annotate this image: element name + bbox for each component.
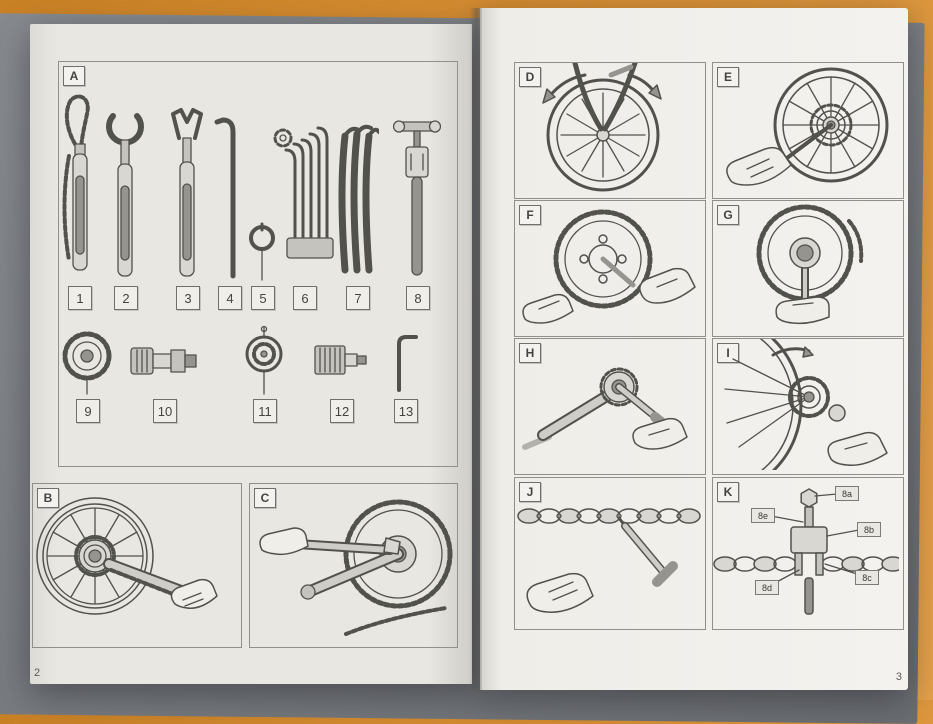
panel-a-badge: A [63, 66, 85, 86]
tool-number-box: 1 [68, 286, 92, 310]
cone-wrench-illustration [106, 113, 144, 277]
tool-number: 7 [354, 290, 362, 306]
tool-number: 11 [258, 403, 272, 419]
open-instruction-manual: A [30, 8, 908, 690]
page-number-left: 2 [34, 667, 41, 679]
panel-e: E [712, 62, 904, 199]
panel-f-label: F [526, 208, 534, 222]
tool-number-box: 5 [251, 286, 275, 310]
cassette-hand-illustration [726, 67, 889, 186]
panel-g-badge: G [717, 205, 739, 225]
hub-lockring-hand-illustration [724, 339, 888, 470]
panel-f-badge: F [519, 205, 541, 225]
manual-page-left: A [30, 24, 472, 684]
part-label-text: 8e [757, 510, 768, 521]
tool-number-box: 13 [394, 399, 418, 423]
crank-tool-use-illustration [522, 367, 688, 450]
hex-key-set-illustration [273, 126, 334, 259]
tool-number-box: 8 [406, 286, 430, 310]
part-label: 8d [755, 580, 779, 595]
tool-number: 13 [398, 403, 414, 419]
wheel-freewheel-removal-illustration [36, 497, 218, 615]
panel-k: K [712, 477, 904, 630]
part-label-text: 8d [761, 582, 772, 593]
part-label-text: 8c [862, 572, 872, 583]
panel-d-badge: D [519, 67, 541, 87]
panel-k-label: K [723, 485, 733, 499]
crank-puller-illustration [130, 347, 197, 375]
tool-number: 9 [84, 403, 92, 419]
panel-f: F [514, 200, 706, 337]
tool-number-box: 4 [218, 286, 242, 310]
panel-h: H [514, 338, 706, 475]
panel-a-label: A [69, 69, 79, 83]
panel-g-label: G [723, 208, 733, 222]
tool-number-box: 11 [253, 399, 277, 423]
tool-number: 3 [184, 290, 192, 306]
long-hex-key-illustration [214, 117, 236, 279]
tool-number: 8 [414, 290, 422, 306]
panel-j: J [514, 477, 706, 630]
chainring-lockring-illustration [756, 204, 864, 325]
panel-i: I [712, 338, 904, 475]
chainring-hands-illustration [522, 209, 696, 324]
panel-d: D [514, 62, 706, 199]
panel-i-badge: I [717, 343, 739, 363]
tool-number-box: 12 [330, 399, 354, 423]
tool-number-box: 10 [153, 399, 177, 423]
panel-c: C [249, 483, 458, 648]
panel-g: G [712, 200, 904, 337]
pedal-wrench-illustration [171, 108, 203, 277]
crank-removal-illustration [259, 499, 453, 636]
part-label: 8c [855, 570, 879, 585]
panel-c-badge: C [254, 488, 276, 508]
panel-c-label: C [260, 491, 270, 505]
panel-e-label: E [723, 70, 732, 84]
tool-number: 5 [259, 290, 267, 306]
panel-j-label: J [526, 485, 534, 499]
panel-b-label: B [43, 491, 53, 505]
tool-number: 1 [76, 290, 84, 306]
panel-b-badge: B [37, 488, 59, 508]
freewheel-remover-illustration [62, 331, 112, 395]
part-label: 8b [857, 522, 881, 537]
part-label: 8a [835, 486, 859, 501]
panel-e-badge: E [717, 67, 739, 87]
panel-a: A [58, 61, 458, 467]
tool-number: 12 [334, 403, 350, 419]
panel-d-label: D [525, 70, 535, 84]
chain-whip-illustration [62, 94, 90, 271]
small-hex-key-illustration [397, 335, 418, 392]
tool-number-box: 3 [176, 286, 200, 310]
chain-tool-diagram-illustration [713, 488, 899, 615]
part-label-text: 8a [841, 488, 852, 499]
wheel-mounting-illustration [542, 63, 662, 192]
tool-number-box: 2 [114, 286, 138, 310]
panel-k-badge: K [717, 482, 739, 502]
bottom-bracket-tool-illustration [245, 325, 283, 395]
panel-b: B [32, 483, 242, 648]
tool-number-box: 7 [346, 286, 370, 310]
booklet-spine-shadow [470, 8, 482, 690]
tire-levers-illustration [338, 124, 379, 274]
tool-number-box: 9 [76, 399, 100, 423]
page-number-right: 3 [895, 671, 902, 683]
tool-number: 6 [301, 290, 309, 306]
tool-number: 2 [122, 290, 130, 306]
tool-number: 4 [226, 290, 234, 306]
panel-i-label: I [726, 346, 730, 360]
panel-h-label: H [525, 346, 535, 360]
tool-number-box: 6 [293, 286, 317, 310]
spoke-wrench-illustration [249, 222, 275, 281]
panel-j-badge: J [519, 482, 541, 502]
panel-h-badge: H [519, 343, 541, 363]
manual-page-right: D E [480, 8, 908, 690]
chain-tool-illustration [393, 120, 441, 276]
part-label-text: 8b [863, 524, 874, 535]
tool-number: 10 [157, 403, 173, 419]
chainring-nut-tool-illustration [314, 345, 367, 375]
chain-tool-use-illustration [517, 508, 701, 613]
part-label: 8e [751, 508, 775, 523]
